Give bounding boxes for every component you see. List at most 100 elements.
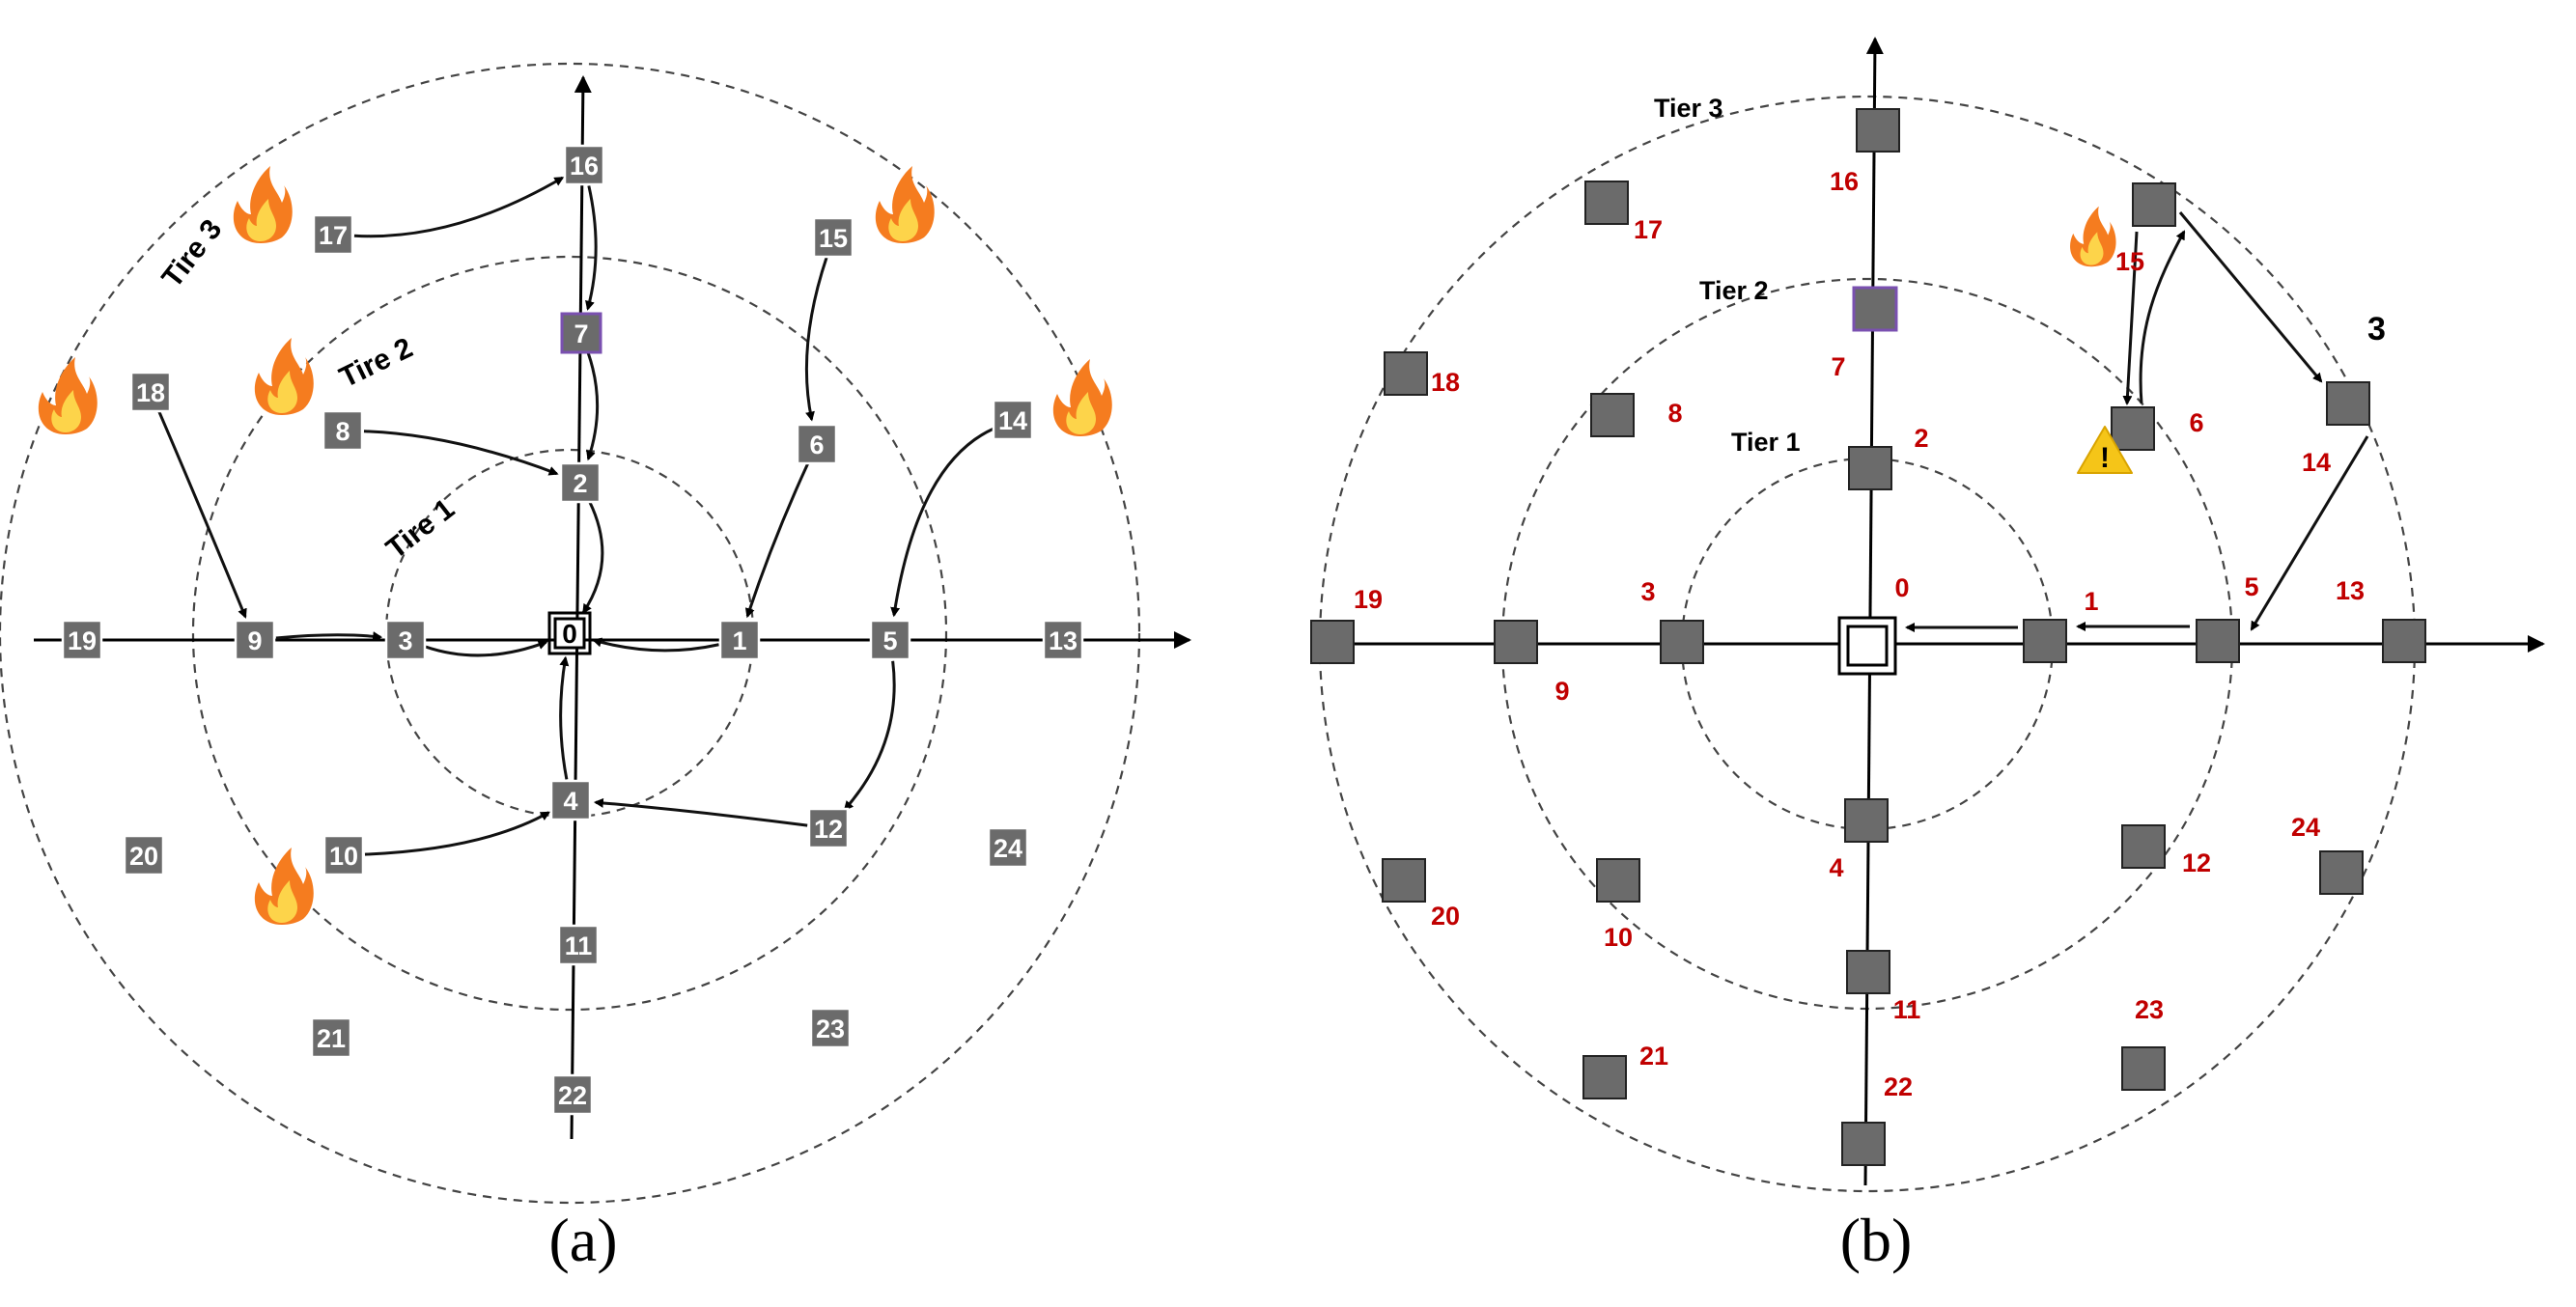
- panel-b-nodes: [1310, 108, 2426, 1166]
- node-15-box: [812, 216, 854, 259]
- panel-b-node-18-label: 18: [1431, 368, 1460, 397]
- node-20-label: 20: [129, 842, 158, 871]
- node-8-box: [322, 409, 364, 452]
- panel-b-node-12: [2121, 824, 2166, 869]
- node-21: 21: [310, 1016, 352, 1059]
- edge-3-to-0: [425, 640, 548, 657]
- panel-b-node-19: [1310, 620, 1355, 664]
- panel-b-node-17: [1584, 181, 1629, 225]
- node-17: 17: [312, 213, 354, 256]
- node-19-box: [61, 619, 103, 661]
- node-4: 4: [549, 779, 592, 821]
- panel-b-node-13: [2382, 619, 2426, 663]
- panel-b-caption: (b): [1840, 1206, 1913, 1274]
- node-19-label: 19: [68, 626, 97, 655]
- node-2-box: [559, 461, 602, 504]
- panel-b-node-10-label: 10: [1604, 923, 1633, 952]
- node-20: 20: [123, 834, 165, 876]
- edge-14-to-5: [890, 427, 994, 618]
- y-axis: [570, 75, 592, 1140]
- panel-b-axes: [1311, 37, 2545, 1186]
- node-15: 15: [812, 216, 854, 259]
- edge-7-to-2: [586, 352, 600, 461]
- panel-b-node-2: [1848, 446, 1892, 490]
- panel-b-node-23: [2121, 1046, 2166, 1091]
- node-18-box: [129, 371, 172, 413]
- node-5-label: 5: [882, 626, 897, 655]
- node-23-box: [809, 1007, 852, 1049]
- node-9-box: [234, 619, 276, 661]
- panel-b-node-10: [1596, 858, 1640, 903]
- center-node-label: 0: [562, 619, 577, 649]
- tier-3-label: Tire 3: [156, 213, 229, 293]
- panel-a-routing-arrows: [157, 176, 994, 856]
- node-16-label: 16: [570, 152, 599, 181]
- node-5-box: [869, 619, 911, 661]
- fire-icon-node-8: [254, 338, 314, 415]
- panel-a-center-node: 0: [547, 611, 592, 655]
- edge-15-to-6: [804, 257, 828, 422]
- fire-icon-node-15: [875, 166, 935, 243]
- node-7: 7: [560, 312, 602, 354]
- panel-b-node-2-label: 2: [1914, 424, 1928, 453]
- panel-b-tier-1-label: Tier 1: [1731, 428, 1801, 457]
- panel-b-node-11-label: 11: [1893, 995, 1921, 1024]
- node-19: 19: [61, 619, 103, 661]
- node-11-label: 11: [565, 932, 593, 960]
- node-24-box: [987, 826, 1029, 869]
- node-8: 8: [322, 409, 364, 452]
- panel-b-node-9: [1494, 620, 1538, 664]
- panel-b-node-8-label: 8: [1667, 399, 1682, 428]
- edge-6-to-1: [744, 462, 810, 619]
- node-6-label: 6: [809, 431, 824, 459]
- warning-icon: !: [2077, 426, 2133, 474]
- node-7-box: [560, 312, 602, 354]
- node-20-box: [123, 834, 165, 876]
- node-6-box: [796, 423, 838, 465]
- node-11-box: [557, 924, 600, 966]
- fire-icon-node-18: [38, 357, 98, 434]
- node-1: 1: [718, 619, 761, 661]
- edge-18-to-9: [157, 410, 247, 619]
- panel-b-node-14: [2326, 381, 2370, 426]
- node-23-label: 23: [816, 1015, 845, 1043]
- tier-1-label: Tire 1: [380, 493, 461, 566]
- panel-b-y-axis: [1863, 37, 1884, 1186]
- edge-16-to-7: [585, 185, 598, 311]
- panel-b-node-20: [1382, 858, 1426, 903]
- node-4-label: 4: [563, 787, 577, 816]
- node-3-label: 3: [398, 626, 412, 655]
- panel-b-node-21: [1582, 1055, 1627, 1099]
- panel-b-node-18: [1384, 351, 1428, 396]
- panel-b-node-20-label: 20: [1431, 902, 1460, 931]
- panel-b-node-19-label: 19: [1354, 585, 1383, 614]
- panel-b-node-11: [1846, 950, 1890, 994]
- node-24: 24: [987, 826, 1029, 869]
- node-22-box: [551, 1073, 594, 1116]
- node-17-box: [312, 213, 354, 256]
- node-6: 6: [796, 423, 838, 465]
- node-13: 13: [1042, 619, 1084, 661]
- edge-10-to-4: [364, 811, 551, 856]
- edge-8-to-2: [363, 430, 559, 476]
- panel-b-node-16-label: 16: [1830, 167, 1859, 196]
- panel-b-node-21-label: 21: [1639, 1042, 1668, 1071]
- node-9-label: 9: [247, 626, 262, 655]
- node-15-label: 15: [819, 224, 848, 253]
- panel-b-node-4: [1844, 798, 1889, 843]
- panel-b-edge-15-to-14: [2178, 211, 2323, 383]
- node-16: 16: [563, 144, 605, 186]
- node-3-box: [384, 619, 427, 661]
- node-2: 2: [559, 461, 602, 504]
- panel-b-edge-14-to-5: [2250, 435, 2369, 631]
- panel-b-node-7-label: 7: [1831, 352, 1845, 381]
- panel-b-node-4-label: 4: [1829, 853, 1843, 882]
- node-23: 23: [809, 1007, 852, 1049]
- panel-b-tier-3-label: Tier 3: [1654, 94, 1723, 123]
- panel-b-node-5: [2196, 619, 2240, 663]
- node-5: 5: [869, 619, 911, 661]
- fire-icon: [2070, 206, 2116, 267]
